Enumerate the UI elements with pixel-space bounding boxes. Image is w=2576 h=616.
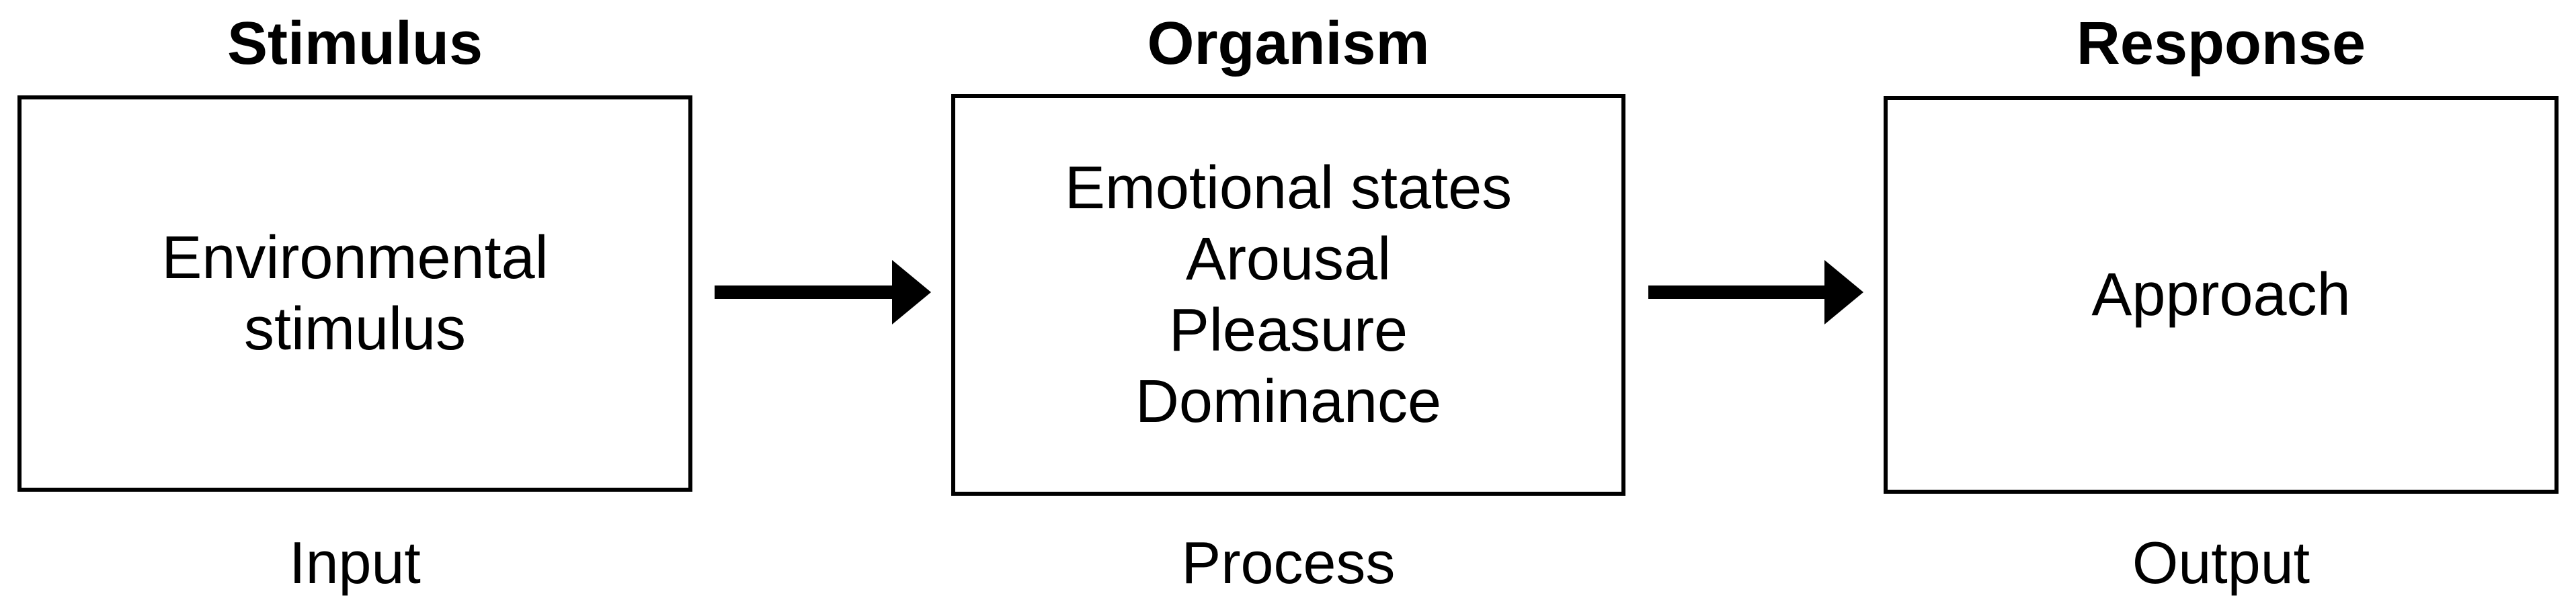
arrow-shaft (715, 285, 897, 299)
organism-box-line-2: Arousal (1185, 225, 1392, 293)
stimulus-box-line-1: Environmental (161, 224, 549, 292)
response-box-line-1: Approach (2091, 261, 2351, 328)
arrow-head-right-icon (892, 260, 931, 324)
stimulus-box: Environmental stimulus (17, 95, 692, 492)
organism-box-line-3: Pleasure (1168, 297, 1408, 364)
organism-box-line-4: Dominance (1135, 368, 1442, 436)
input-footer-label: Input (289, 529, 421, 596)
arrow-organism-to-response-icon (1648, 260, 1863, 324)
response-header-label: Response (2076, 10, 2366, 77)
organism-header-label: Organism (1147, 10, 1430, 77)
organism-box: Emotional states Arousal Pleasure Domina… (951, 94, 1625, 496)
organism-box-line-1: Emotional states (1064, 154, 1513, 222)
output-footer-label: Output (2132, 529, 2310, 596)
stimulus-header-label: Stimulus (227, 10, 483, 77)
process-footer-label: Process (1181, 529, 1396, 596)
stimulus-box-line-2: stimulus (243, 296, 467, 363)
arrow-head-right-icon (1824, 260, 1863, 324)
arrow-shaft (1648, 285, 1830, 299)
arrow-stimulus-to-organism-icon (715, 260, 931, 324)
response-box: Approach (1884, 96, 2559, 494)
